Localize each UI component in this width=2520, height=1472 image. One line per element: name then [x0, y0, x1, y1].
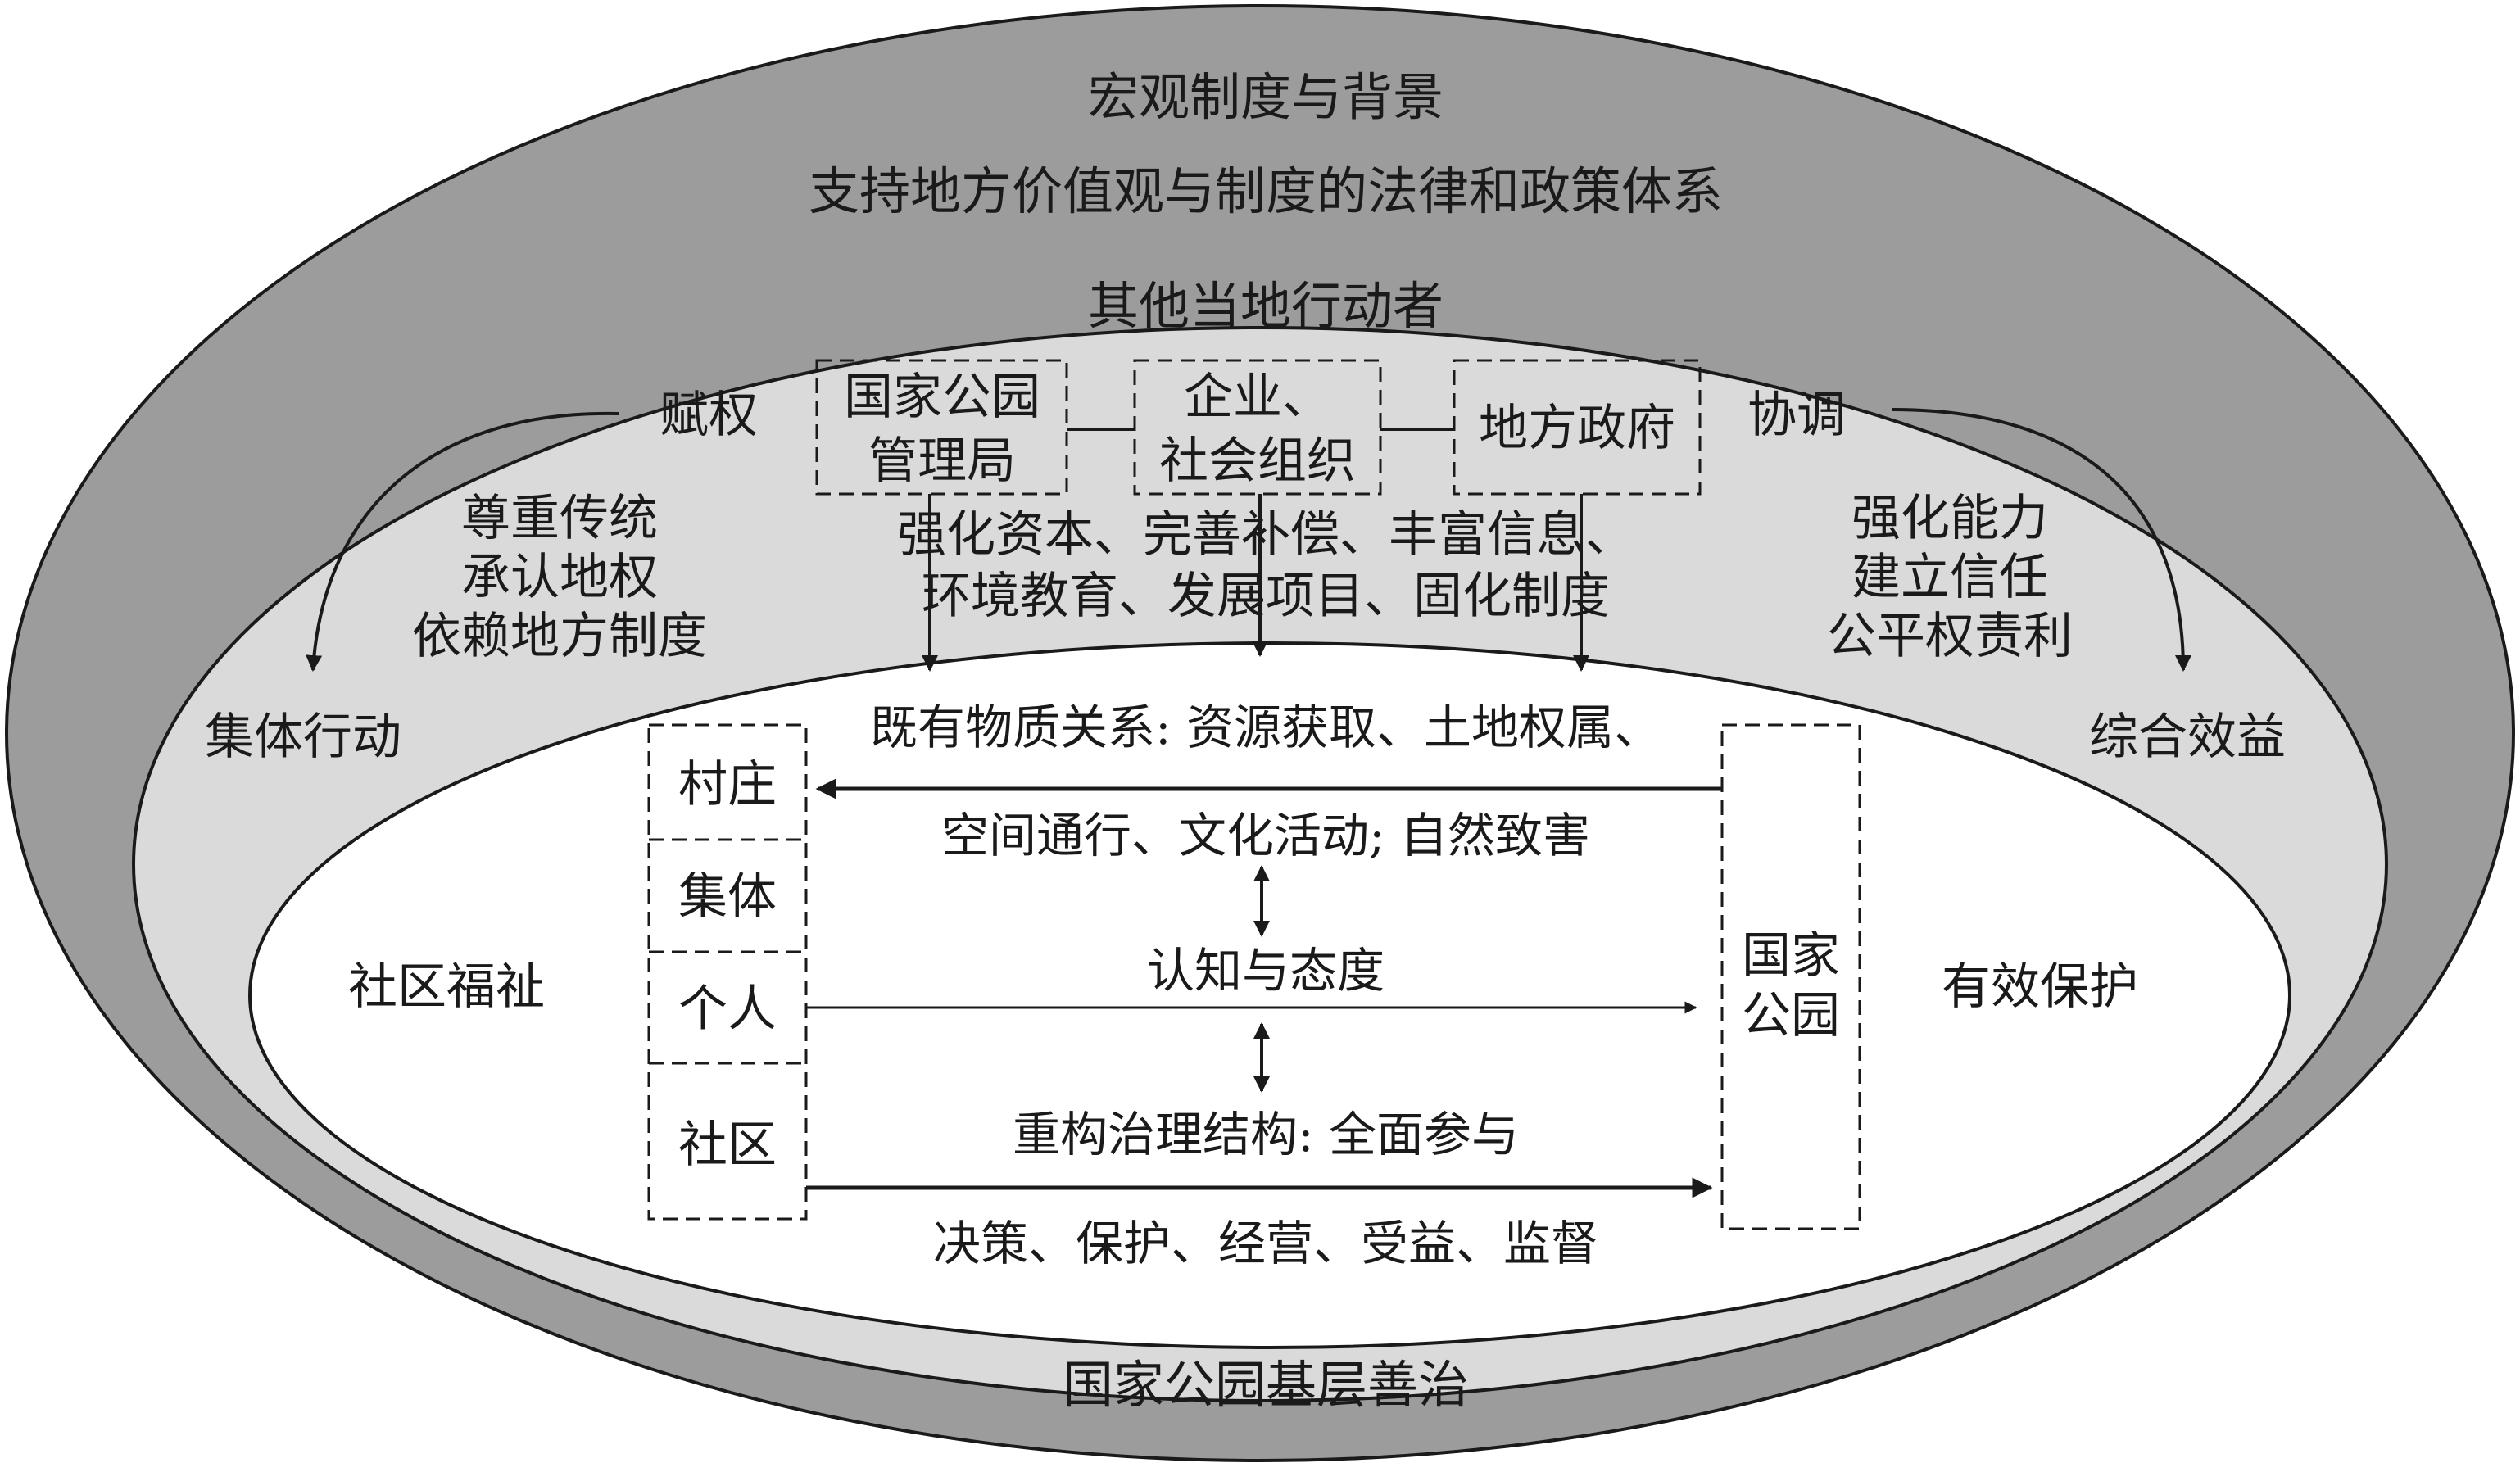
relation-perception: 认知与态度: [1147, 943, 1385, 999]
center-actions-line1: 强化资本、完善补偿、丰富信息、: [897, 506, 1634, 564]
level-collective: 集体: [678, 868, 777, 926]
level-village: 村庄: [678, 756, 777, 813]
coordinate-item-3: 公平权责利: [1827, 608, 2073, 665]
empower-arrow: [306, 411, 619, 672]
relation-governance-title: 重构治理结构: 全面参与: [1013, 1107, 1519, 1162]
actor-park-admin-line1: 国家公园: [844, 369, 1040, 426]
actor-local-gov: 地方政府: [1479, 400, 1675, 457]
actor-box-park-admin: [815, 359, 1068, 496]
relation-governance-detail: 决策、保护、经营、受益、监督: [933, 1216, 1598, 1271]
empower-label: 赋权: [659, 387, 758, 444]
national-park-line1: 国家: [1742, 927, 1840, 985]
collective-action: 集体行动: [205, 709, 401, 766]
middle-title: 其他当地行动者: [1088, 276, 1444, 336]
outer-title: 宏观制度与背景: [1088, 67, 1444, 127]
good-governance-title: 国家公园基层善治: [1063, 1355, 1469, 1415]
actor-box-enterprise: [1133, 359, 1382, 496]
actor-enterprise-line2: 社会组织: [1159, 433, 1356, 490]
empower-item-3: 依赖地方制度: [412, 608, 707, 665]
overall-benefit: 综合效益: [2089, 709, 2286, 766]
empower-item-2: 承认地权: [461, 549, 658, 606]
community-welfare: 社区福祉: [348, 958, 545, 1016]
coordinate-item-2: 建立信任: [1851, 549, 2048, 606]
center-actions-line2: 环境教育、发展项目、固化制度: [922, 568, 1610, 625]
outer-subtitle: 支持地方价值观与制度的法律和政策体系: [809, 161, 1723, 221]
national-park-box: [1720, 723, 1861, 1230]
relation-material-line1: 既有物质关系: 资源获取、土地权属、: [870, 700, 1661, 755]
actor-park-admin-line2: 管理局: [868, 433, 1016, 490]
level-individual: 个人: [678, 981, 777, 1038]
coordinate-item-1: 强化能力: [1851, 490, 2048, 547]
coordinate-arrow: [1892, 408, 2191, 672]
coordinate-label: 协调: [1747, 387, 1846, 444]
relation-material-line2: 空间通行、文化活动; 自然致害: [941, 808, 1590, 863]
level-community: 社区: [678, 1116, 777, 1174]
community-levels-box: [647, 723, 808, 1221]
actor-box-local-gov: [1453, 359, 1702, 496]
national-park-line2: 公园: [1742, 987, 1840, 1044]
empower-item-1: 尊重传统: [461, 490, 658, 547]
effective-protection: 有效保护: [1942, 958, 2138, 1016]
inner-ellipse: [248, 641, 2291, 1349]
actor-enterprise-line1: 企业、: [1184, 369, 1331, 426]
